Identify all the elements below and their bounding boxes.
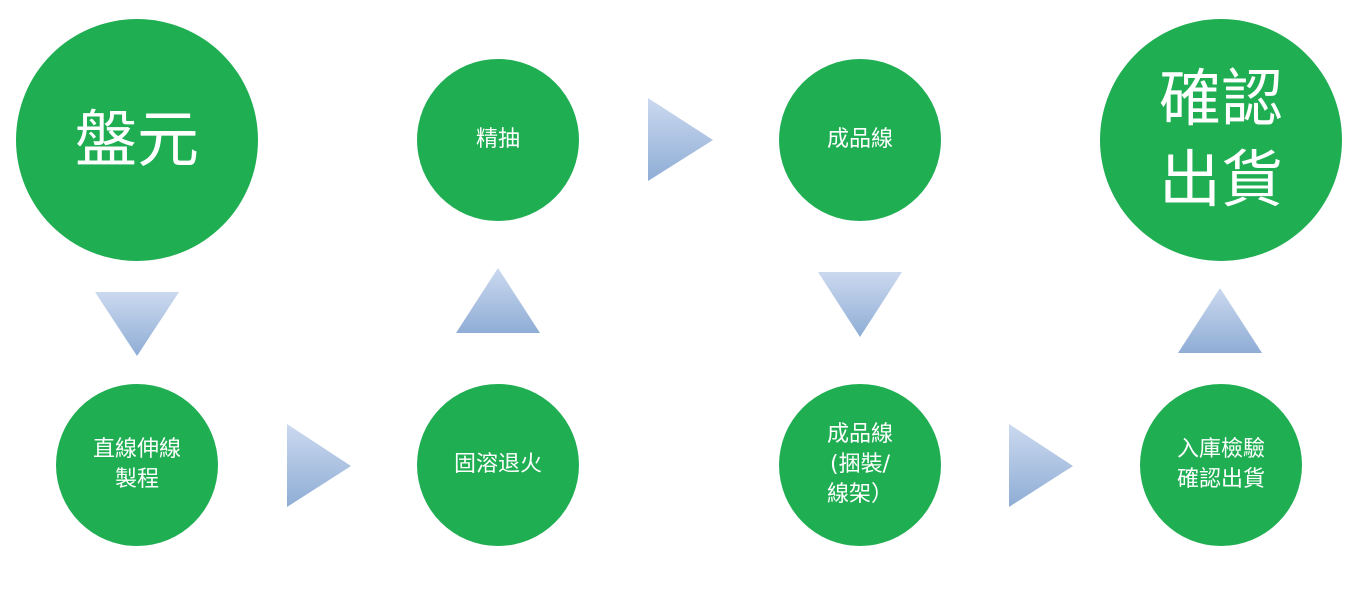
arrow-right-icon	[648, 98, 713, 181]
node-fine-drawing-label: 精抽	[475, 127, 520, 153]
arrow-right-icon	[1009, 424, 1073, 507]
node-coil: 盤元	[16, 19, 258, 261]
node-solution-annealing: 固溶退火	[417, 384, 579, 546]
node-finished-wire-label: 成品線	[826, 127, 893, 153]
node-solution-annealing-label: 固溶退火	[453, 452, 542, 478]
arrow-right-icon	[287, 424, 351, 507]
node-straight-drawing-label: 直線伸線 製程	[92, 437, 181, 492]
node-finished-wire-packing: 成品線 (捆裝/ 線架）	[779, 384, 941, 546]
arrow-down-icon	[818, 272, 902, 337]
node-finished-wire-packing-label: 成品線 (捆裝/ 線架）	[826, 422, 893, 507]
node-coil-label: 盤元	[74, 102, 199, 176]
node-confirm-shipment: 確認 出貨	[1100, 19, 1342, 261]
node-straight-drawing: 直線伸線 製程	[56, 384, 218, 546]
node-inspection-label: 入庫檢驗 確認出貨	[1176, 437, 1265, 492]
node-fine-drawing: 精抽	[417, 59, 579, 221]
node-inspection: 入庫檢驗 確認出貨	[1140, 384, 1302, 546]
arrow-up-icon	[1178, 288, 1262, 353]
arrow-up-icon	[456, 268, 540, 333]
node-confirm-shipment-label: 確認 出貨	[1158, 62, 1283, 216]
arrow-down-icon	[95, 292, 179, 356]
node-finished-wire: 成品線	[779, 59, 941, 221]
